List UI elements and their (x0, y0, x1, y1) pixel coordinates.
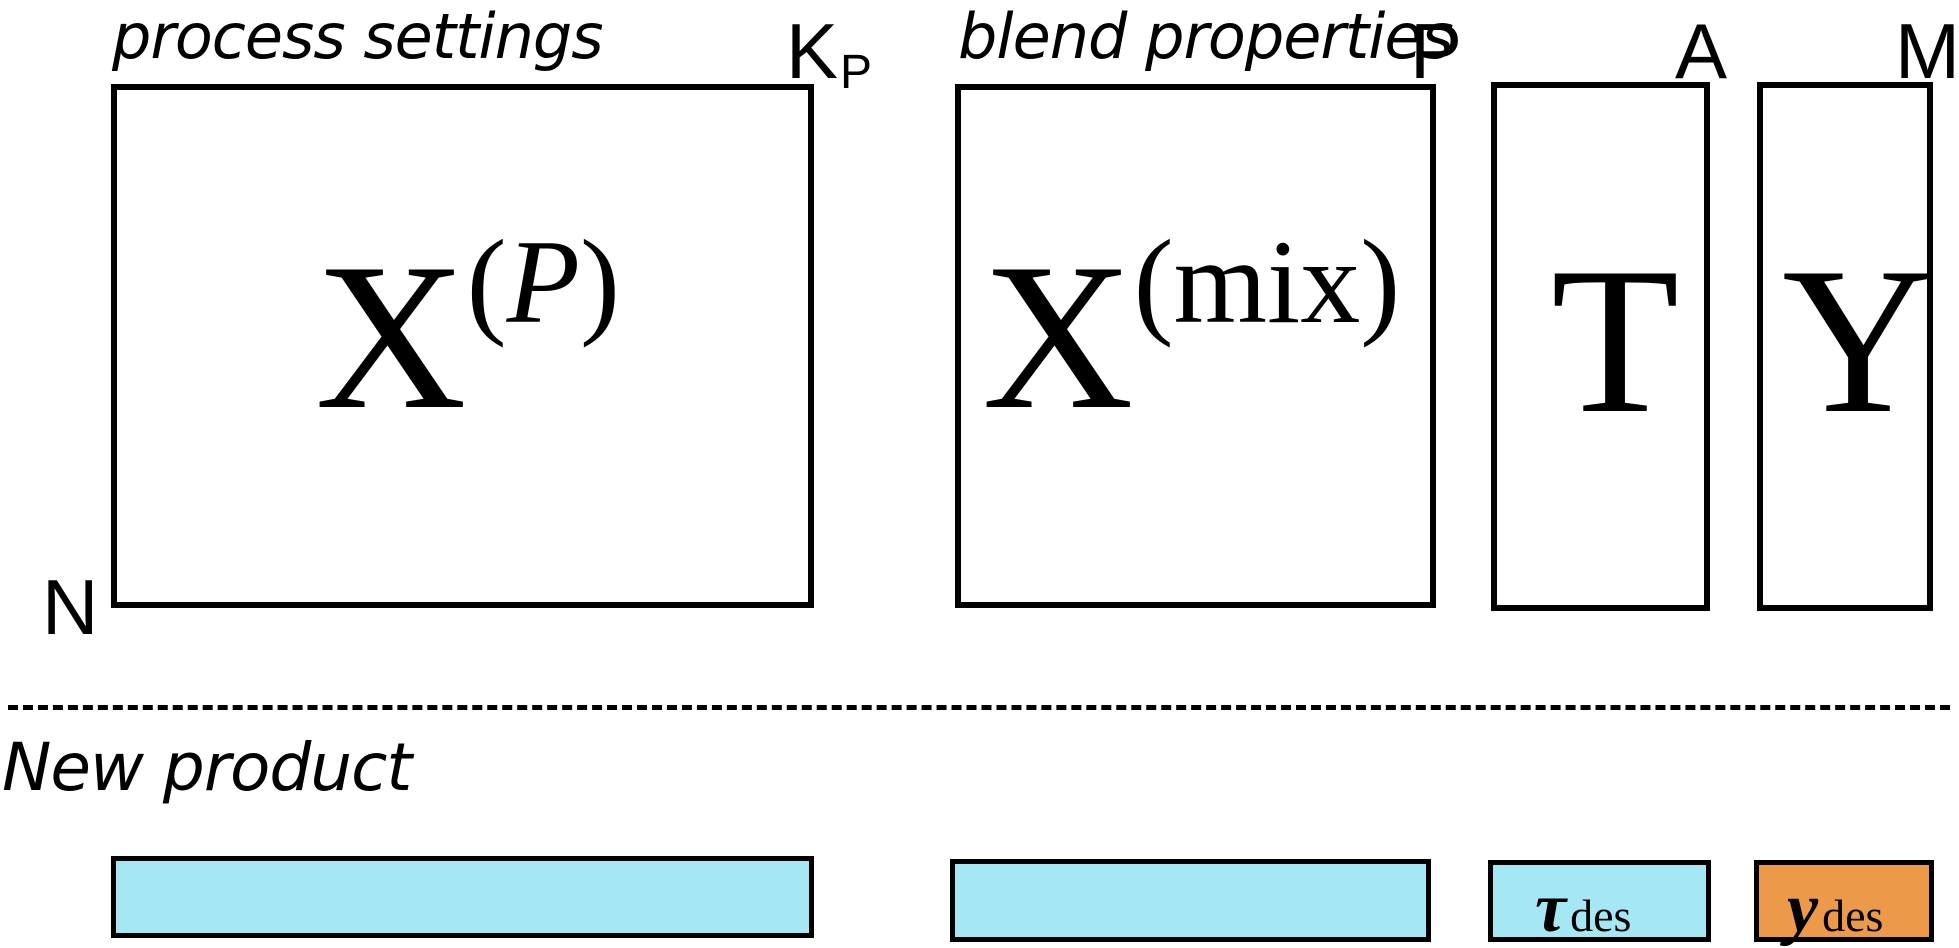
tau-subscript: des (1570, 890, 1632, 941)
tau-des-label: τdes (1535, 869, 1631, 948)
y-des-subscript: des (1822, 890, 1884, 941)
new-product-xp-bar (111, 856, 814, 938)
process-settings-label: process settings (112, 0, 604, 73)
blend-properties-label: blend properties (958, 0, 1454, 73)
matrix-xp-box (111, 84, 814, 608)
new-product-tau-bar: τdes (1488, 860, 1711, 947)
dimension-k-sub: P (840, 46, 873, 99)
y-des-label: ydes (1787, 869, 1883, 948)
matrix-t-box (1491, 82, 1710, 611)
new-product-label: New product (2, 729, 412, 806)
dashed-divider (8, 705, 1950, 710)
dimension-p-label: P (1410, 7, 1463, 95)
dimension-k-main: K (786, 7, 839, 95)
y-des-symbol: y (1787, 870, 1819, 947)
matrix-y-box (1757, 82, 1933, 611)
matrix-xp-sup-open: ( (466, 215, 507, 348)
dimension-kp-label: KP (786, 12, 872, 97)
matrix-xp-sup-var: P (506, 215, 580, 348)
matrix-xmix-base: X (982, 221, 1134, 453)
matrix-xp-symbol: X(P) (315, 222, 620, 443)
matrix-t-symbol: T (1551, 225, 1680, 457)
dimension-n-label: N (42, 563, 99, 651)
new-product-xmix-bar (950, 859, 1431, 942)
dimension-m-label: M (1895, 7, 1959, 95)
matrix-xmix-symbol: X(mix) (982, 222, 1400, 443)
matrix-xmix-superscript: (mix) (1133, 215, 1401, 348)
tau-symbol: τ (1535, 870, 1567, 947)
matrix-xp-base: X (315, 221, 467, 453)
matrix-xp-superscript: (P) (467, 215, 620, 348)
matrix-xmix-box (955, 84, 1436, 608)
matrix-y-symbol: Y (1782, 225, 1934, 457)
dimension-a-label: A (1675, 7, 1728, 95)
new-product-y-bar: ydes (1754, 860, 1934, 947)
matrix-xp-sup-close: ) (579, 215, 620, 348)
